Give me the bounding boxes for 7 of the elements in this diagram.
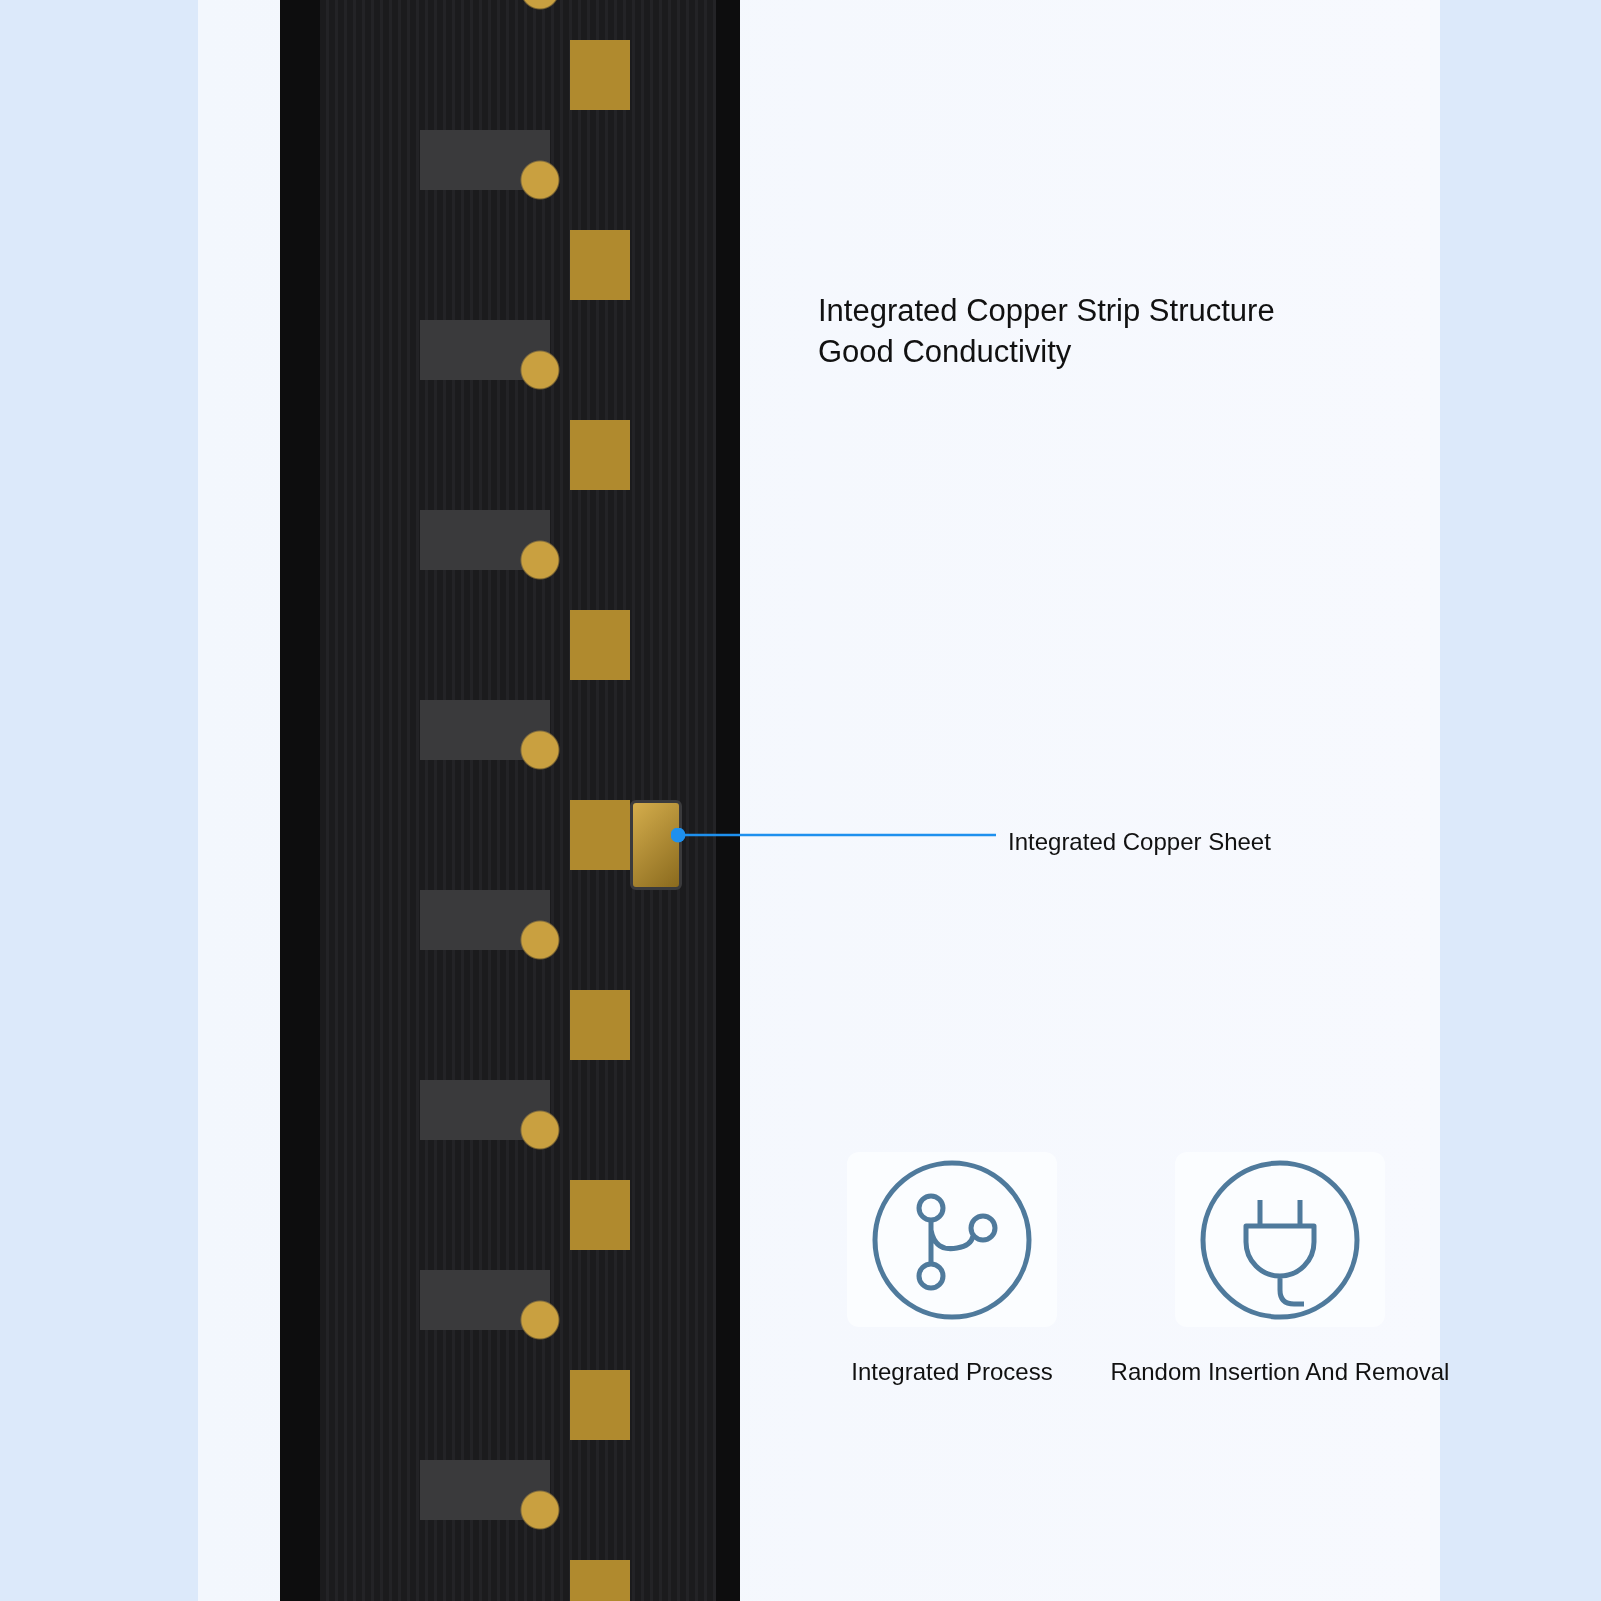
leader-line [670,827,996,843]
power-strip-photo [280,0,740,1601]
feature-caption: Integrated Process [850,1358,1054,1386]
copper-sheet [630,800,682,890]
feature-caption: Random Insertion And Removal [1109,1358,1451,1386]
callout-label: Integrated Copper Sheet [1008,828,1271,856]
heading: Integrated Copper Strip Structure Good Conductivity [818,292,1276,371]
